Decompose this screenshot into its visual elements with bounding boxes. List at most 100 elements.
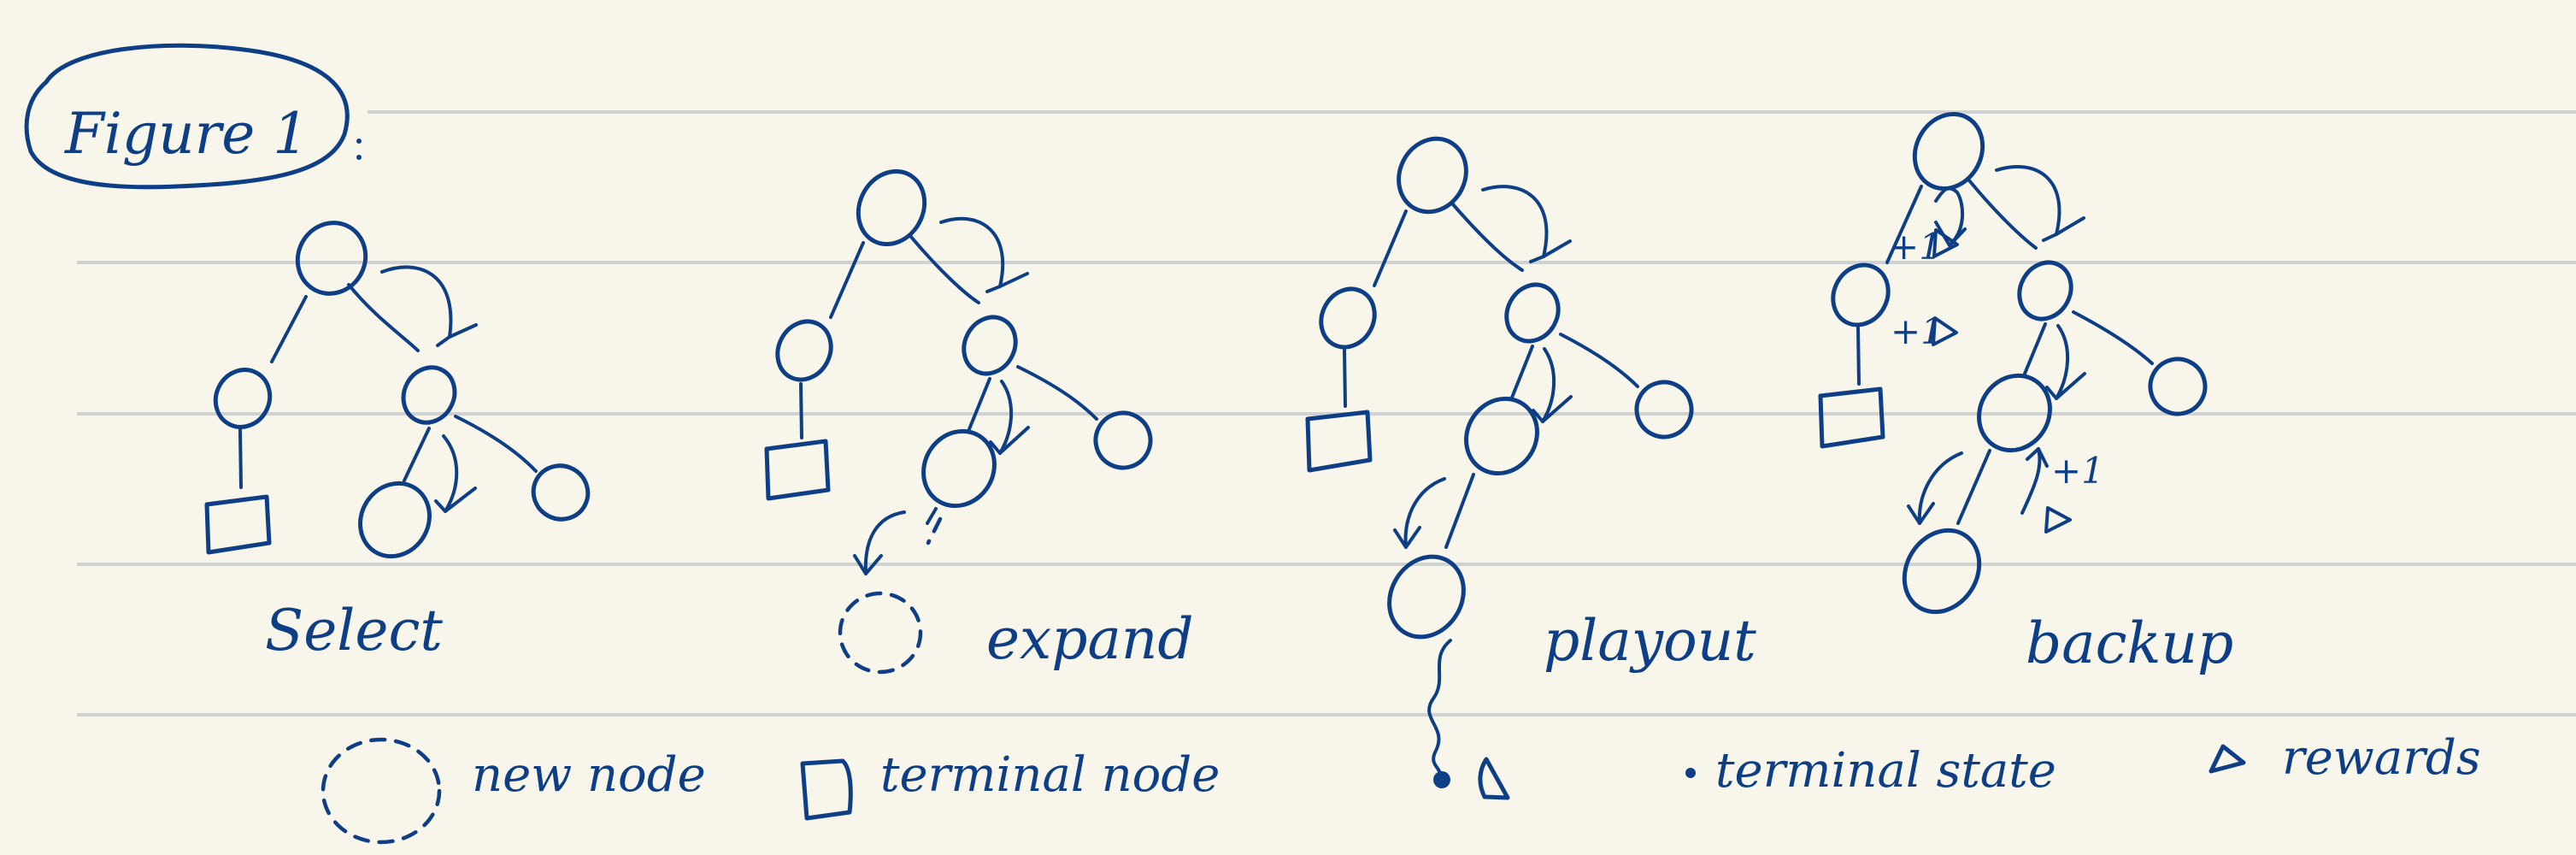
reward-icon bbox=[2208, 744, 2246, 774]
tree-edge bbox=[967, 377, 991, 431]
legend-terminal-state: terminal state bbox=[1715, 743, 2056, 799]
step-label-backup: backup bbox=[2026, 610, 2233, 676]
tree-edge bbox=[1885, 185, 1923, 264]
arrow-icon bbox=[1917, 451, 1963, 525]
circle-node-icon bbox=[1387, 554, 1466, 640]
arrow-icon bbox=[2055, 324, 2069, 400]
terminal-state-icon bbox=[1433, 771, 1450, 788]
backup-tree: +1 +1 +1 backup bbox=[1818, 111, 2233, 676]
tree-edge bbox=[1956, 449, 1991, 525]
reward-label: +1 bbox=[1889, 226, 1942, 268]
circle-node-icon bbox=[1504, 282, 1561, 344]
arrow-icon bbox=[863, 510, 906, 575]
arrow-icon bbox=[1532, 395, 1573, 423]
expand-tree: expand bbox=[764, 168, 1194, 675]
arrow-icon bbox=[2026, 447, 2049, 468]
colon-dot bbox=[356, 155, 362, 160]
tree-edge bbox=[829, 241, 865, 319]
title-oval bbox=[24, 43, 350, 190]
tree-edge bbox=[2072, 310, 2154, 365]
circle-node-icon bbox=[1977, 373, 2052, 453]
step-label-expand: expand bbox=[986, 606, 1194, 672]
arrow-icon bbox=[1393, 526, 1421, 549]
arrow-icon bbox=[1907, 502, 1935, 525]
legend: new node terminal node terminal state re… bbox=[321, 730, 2481, 845]
circle-node-icon bbox=[1319, 286, 1377, 350]
tree-edge bbox=[1510, 345, 1534, 399]
legend-new-node: new node bbox=[472, 747, 706, 803]
circle-node-icon bbox=[1902, 528, 1982, 615]
terminal-node-icon bbox=[204, 494, 272, 555]
tree-edge bbox=[347, 283, 420, 352]
tree-edge bbox=[1016, 365, 1098, 421]
arrow-icon bbox=[853, 554, 883, 575]
tree-edge bbox=[1967, 179, 2038, 250]
arrow-icon bbox=[1529, 239, 1572, 263]
legend-terminal-node: terminal node bbox=[880, 747, 1220, 803]
circle-node-icon bbox=[213, 368, 273, 429]
figure-title: Figure 1 bbox=[24, 43, 362, 190]
tree-edge bbox=[403, 427, 431, 482]
tree-edge bbox=[1856, 326, 1861, 386]
arrow-icon bbox=[998, 380, 1013, 455]
tree-edge bbox=[238, 428, 243, 489]
reward-icon bbox=[1478, 757, 1510, 800]
step-label-select: Select bbox=[265, 598, 443, 663]
select-tree: Select bbox=[204, 221, 591, 663]
circle-node-icon bbox=[2148, 357, 2208, 416]
arrow-icon bbox=[989, 426, 1030, 455]
colon-dot bbox=[356, 139, 362, 144]
arrow-icon bbox=[436, 323, 478, 347]
arrow-icon bbox=[1934, 221, 1967, 247]
arrow-icon bbox=[985, 272, 1029, 293]
circle-node-icon bbox=[531, 463, 591, 522]
tree-edge bbox=[1373, 209, 1408, 287]
arrow-icon bbox=[1541, 347, 1556, 423]
tree-edge bbox=[799, 382, 803, 439]
dashed-node-icon bbox=[838, 591, 923, 675]
tree-edge bbox=[1444, 473, 1475, 549]
circle-node-icon bbox=[1634, 380, 1694, 439]
circle-node-icon bbox=[856, 168, 927, 247]
circle-node-icon bbox=[295, 221, 368, 296]
arrow-icon bbox=[1934, 186, 1965, 247]
arrow-icon bbox=[2020, 447, 2042, 515]
arrow-icon bbox=[2042, 216, 2085, 242]
circle-node-icon bbox=[1093, 410, 1153, 470]
arrow-icon bbox=[939, 216, 1005, 288]
arrow-icon bbox=[1481, 185, 1549, 258]
tree-edge bbox=[926, 516, 943, 545]
arrow-icon bbox=[1403, 477, 1446, 549]
step-label-playout: playout bbox=[1544, 608, 1756, 674]
figure-title-text: Figure 1 bbox=[64, 101, 309, 167]
tree-edge bbox=[454, 415, 538, 473]
circle-node-icon bbox=[775, 319, 833, 382]
circle-node-icon bbox=[358, 481, 432, 559]
dashed-node-icon bbox=[321, 737, 442, 845]
circle-node-icon bbox=[2017, 260, 2073, 321]
terminal-node-icon bbox=[1305, 410, 1373, 473]
circle-node-icon bbox=[1912, 111, 1985, 192]
circle-node-icon bbox=[962, 315, 1018, 376]
arrow-icon bbox=[2045, 372, 2086, 400]
reward-icon bbox=[2044, 506, 2072, 534]
circle-node-icon bbox=[1397, 136, 1468, 215]
tree-edge bbox=[270, 295, 308, 363]
reward-icon bbox=[1932, 316, 1958, 346]
playout-path bbox=[1427, 639, 1452, 783]
circle-node-icon bbox=[1831, 262, 1891, 327]
circle-node-icon bbox=[921, 428, 997, 509]
circle-node-icon bbox=[401, 365, 457, 425]
tree-edge bbox=[926, 507, 938, 525]
ruled-lines bbox=[77, 110, 2576, 716]
reward-label: +1 bbox=[2051, 450, 2104, 492]
arrow-icon bbox=[434, 486, 477, 513]
terminal-node-icon bbox=[800, 758, 853, 821]
tree-edge bbox=[909, 235, 980, 304]
arrow-icon bbox=[380, 265, 453, 339]
terminal-node-icon bbox=[764, 439, 831, 501]
circle-node-icon bbox=[1464, 396, 1539, 476]
reward-icon bbox=[1932, 228, 1959, 258]
